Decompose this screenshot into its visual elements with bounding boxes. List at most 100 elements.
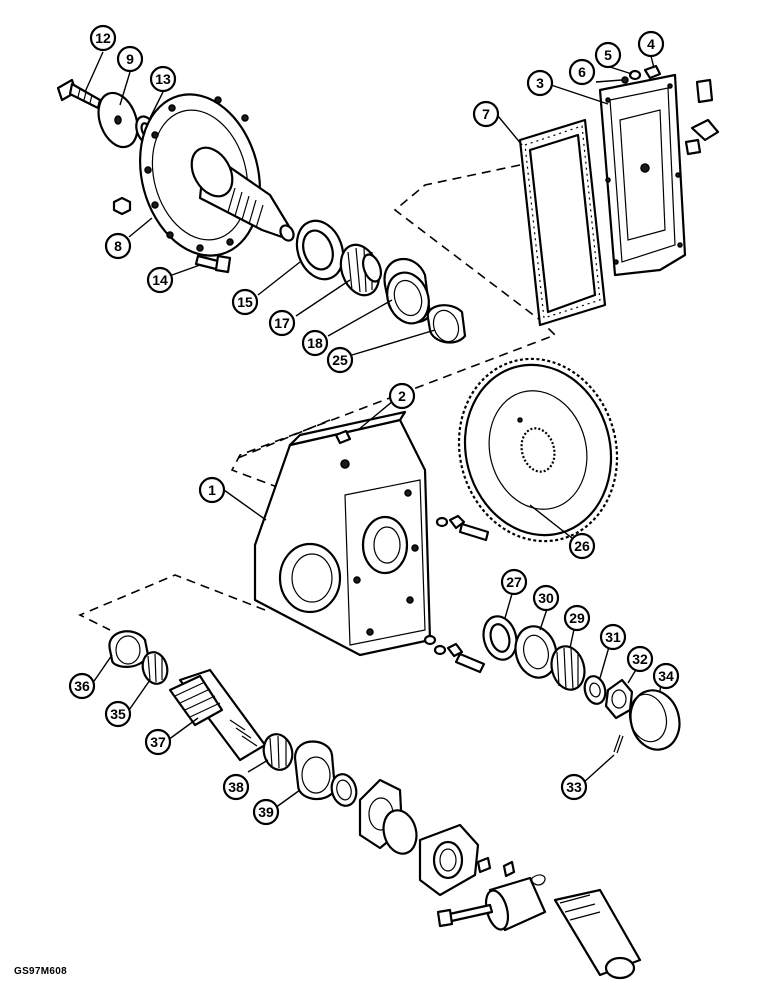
- svg-text:38: 38: [228, 779, 244, 795]
- o-ring-lower: [382, 809, 418, 855]
- callout-32: 32: [626, 645, 654, 673]
- svg-text:14: 14: [152, 272, 168, 288]
- breather-fittings: [684, 78, 720, 156]
- flange-8: [138, 93, 295, 257]
- cup-36: [108, 630, 150, 668]
- svg-text:17: 17: [274, 315, 290, 331]
- svg-text:25: 25: [332, 352, 348, 368]
- svg-text:29: 29: [569, 610, 585, 626]
- cone-38: [262, 733, 294, 771]
- svg-text:8: 8: [114, 238, 122, 254]
- fitting-lower: [476, 856, 546, 886]
- callout-30: 30: [532, 584, 560, 612]
- gearbox-housing-1: [253, 410, 432, 657]
- assembly-guide-lines: [78, 164, 557, 631]
- callout-18: 18: [301, 329, 329, 357]
- callout-38: 38: [222, 773, 250, 801]
- retainer-housing: [418, 823, 480, 897]
- callout-37: 37: [144, 728, 172, 756]
- svg-text:6: 6: [578, 64, 586, 80]
- svg-text:39: 39: [258, 804, 274, 820]
- seal-lower: [330, 773, 358, 807]
- callout-12: 12: [89, 24, 117, 52]
- callout-26: 26: [568, 532, 596, 560]
- callout-7: 7: [472, 100, 500, 128]
- axle-flange-assembly: [56, 78, 467, 344]
- callout-31: 31: [599, 623, 627, 651]
- cup-39: [293, 740, 337, 801]
- seal-15: [295, 219, 345, 281]
- svg-text:4: 4: [647, 36, 655, 52]
- callout-36: 36: [68, 672, 96, 700]
- svg-text:37: 37: [150, 734, 166, 750]
- svg-text:33: 33: [566, 779, 582, 795]
- coupling: [484, 876, 547, 932]
- shaft-37: [168, 668, 267, 762]
- callout-25: 25: [326, 346, 354, 374]
- bolt-12: [56, 78, 102, 110]
- svg-text:13: 13: [155, 71, 171, 87]
- cup-30: [514, 625, 558, 679]
- svg-text:27: 27: [506, 574, 522, 590]
- plug-2: [334, 429, 352, 445]
- callout-8: 8: [104, 232, 132, 260]
- callout-35: 35: [104, 700, 132, 728]
- figure-code: GS97M608: [14, 966, 67, 977]
- svg-text:7: 7: [482, 106, 490, 122]
- callout-9: 9: [116, 45, 144, 73]
- callout-1: 1: [198, 476, 226, 504]
- nut-8: [112, 196, 132, 216]
- svg-text:5: 5: [604, 47, 612, 63]
- callout-2: 2: [388, 382, 416, 410]
- callout-39: 39: [252, 798, 280, 826]
- svg-text:2: 2: [398, 388, 406, 404]
- callout-4: 4: [637, 30, 665, 58]
- callout-6: 6: [568, 58, 596, 86]
- pinion-shaft-assembly: [108, 630, 642, 980]
- svg-text:35: 35: [110, 706, 126, 722]
- seal-27: [482, 615, 518, 661]
- svg-text:30: 30: [538, 590, 554, 606]
- cover-plate-3: [598, 73, 687, 277]
- nut-32: [604, 678, 634, 720]
- callout-3: 3: [526, 69, 554, 97]
- svg-text:26: 26: [574, 538, 590, 554]
- svg-text:32: 32: [632, 651, 648, 667]
- bearing-cup-25: [426, 304, 467, 344]
- callout-17: 17: [268, 309, 296, 337]
- callout-27: 27: [500, 568, 528, 596]
- svg-text:34: 34: [658, 668, 674, 684]
- drive-shaft: [553, 888, 642, 980]
- callout-15: 15: [231, 288, 259, 316]
- callout-34: 34: [652, 662, 680, 690]
- washer-31: [583, 675, 607, 705]
- cap-34: [628, 689, 681, 751]
- svg-text:15: 15: [237, 294, 253, 310]
- svg-text:31: 31: [605, 629, 621, 645]
- cover-assembly: [518, 64, 720, 327]
- svg-text:36: 36: [74, 678, 90, 694]
- bolt-14: [194, 254, 232, 274]
- svg-text:12: 12: [95, 30, 111, 46]
- svg-text:18: 18: [307, 335, 323, 351]
- callout-13: 13: [149, 65, 177, 93]
- washer-9: [97, 91, 139, 149]
- bearing-stack-right: [482, 615, 681, 754]
- callout-14: 14: [146, 266, 174, 294]
- cotter-pin-33: [613, 734, 624, 754]
- gear-bolts: [423, 514, 490, 674]
- cone-35: [141, 651, 169, 685]
- svg-text:1: 1: [208, 482, 216, 498]
- callout-5: 5: [594, 41, 622, 69]
- bearing-cup-18: [383, 257, 432, 325]
- svg-text:3: 3: [536, 75, 544, 91]
- callouts: 12 9 13 4 5 6 3 7 8 14 15 17 18 25 2 1 2…: [68, 24, 680, 826]
- large-gear-26: [457, 357, 619, 543]
- bolt-lower: [436, 903, 494, 928]
- callout-29: 29: [563, 604, 591, 632]
- bearing-cone-17: [339, 243, 383, 297]
- fastener-4-5-6: [621, 64, 662, 84]
- svg-text:9: 9: [126, 51, 134, 67]
- cone-29: [550, 645, 586, 691]
